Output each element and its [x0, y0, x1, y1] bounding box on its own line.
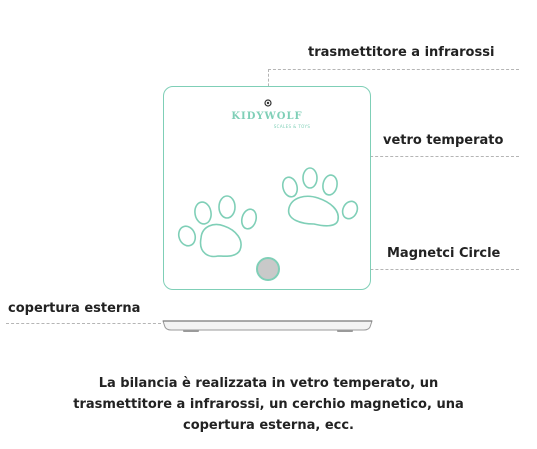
caption-line-2: trasmettitore a infrarossi, un cerchio m… — [73, 397, 464, 412]
label-magnetic-circle: Magnetci Circle — [387, 246, 501, 261]
caption: La bilancia è realizzata in vetro temper… — [0, 373, 537, 436]
brand-logo: KIDYWOLF — [231, 111, 303, 122]
leader-line-infrared-vertical — [268, 69, 269, 96]
leader-line-magnet — [280, 269, 519, 270]
leader-line-infrared — [268, 69, 519, 70]
brand-tagline: SCALES & TOYS — [273, 124, 311, 129]
label-tempered-glass: vetro temperato — [383, 133, 504, 148]
caption-line-3: copertura esterna, ecc. — [182, 418, 354, 433]
leader-line-cover — [6, 323, 161, 324]
scale-side-view — [162, 320, 373, 332]
label-infrared-transmitter: trasmettitore a infrarossi — [308, 45, 495, 60]
leader-line-glass — [355, 156, 519, 157]
label-outer-cover: copertura esterna — [8, 301, 141, 316]
caption-line-1: La bilancia è realizzata in vetro temper… — [98, 376, 439, 391]
